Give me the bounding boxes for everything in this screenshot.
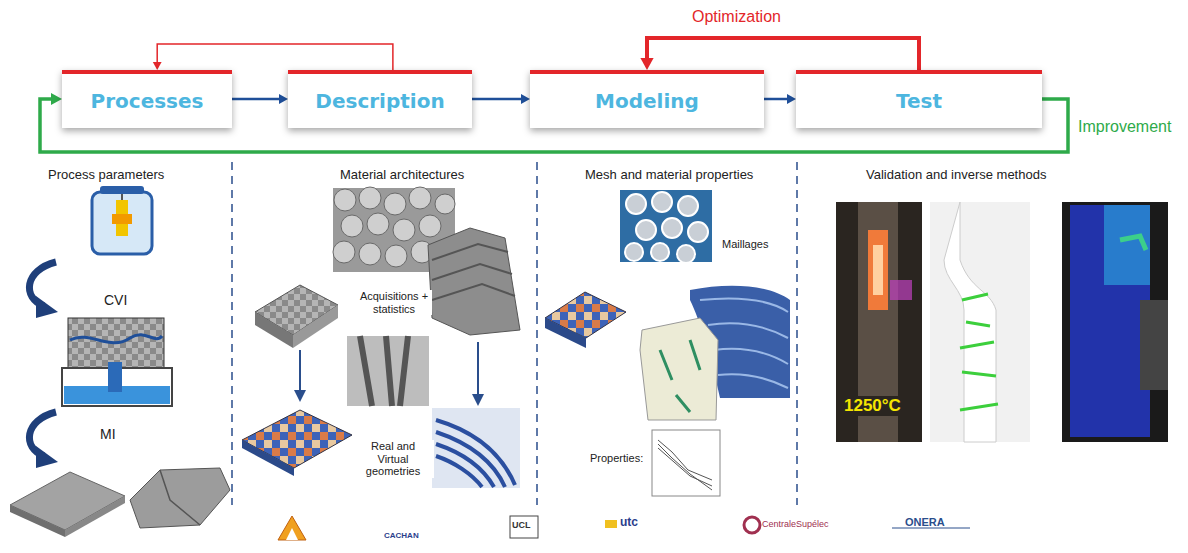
arrow-head xyxy=(51,93,62,105)
arrow-line xyxy=(647,38,919,70)
stage-box: Test xyxy=(796,70,1042,128)
arrow-line xyxy=(232,98,281,101)
logo-text: ONERA xyxy=(905,516,945,529)
loop-label: Improvement xyxy=(1076,118,1173,136)
flow-arrow xyxy=(472,94,530,104)
flow-arrow xyxy=(153,44,393,70)
stage-box: Modeling xyxy=(530,70,764,128)
column-heading: Process parameters xyxy=(48,168,164,183)
image-caption: Maillages xyxy=(720,238,770,251)
logo-text: CACHAN xyxy=(384,531,419,540)
image-caption: Acquisitions + statistics xyxy=(356,290,432,315)
stage-title: Test xyxy=(896,89,942,113)
temperature-label: 1250°C xyxy=(842,396,903,416)
column-heading: Validation and inverse methods xyxy=(866,168,1046,183)
logo-text: CentraleSupélec xyxy=(762,519,829,529)
arrow-line xyxy=(472,98,523,101)
arrow-head xyxy=(521,94,530,104)
arrow-head xyxy=(279,94,288,104)
image-caption: Real and Virtual geometries xyxy=(352,440,434,478)
column-heading: Material architectures xyxy=(340,168,464,183)
logo-text: utc xyxy=(620,516,638,530)
flow-arrow xyxy=(640,38,919,70)
arrow-head xyxy=(787,94,796,104)
arrow-head xyxy=(153,62,162,70)
arrow-head xyxy=(640,58,653,70)
logo-text: UCL xyxy=(512,520,531,530)
stage-title: Description xyxy=(315,89,444,113)
flow-arrow xyxy=(764,94,796,104)
process-name: MI xyxy=(100,426,116,442)
stage-box: Processes xyxy=(62,70,232,128)
stage-box: Description xyxy=(288,70,472,128)
stage-title: Modeling xyxy=(595,89,699,113)
flow-arrow xyxy=(232,94,288,104)
column-heading: Mesh and material properties xyxy=(585,168,753,183)
loop-label: Optimization xyxy=(690,8,783,26)
stage-title: Processes xyxy=(91,89,204,113)
process-name: CVI xyxy=(104,292,127,308)
arrow-line xyxy=(157,44,393,70)
image-caption: Properties: xyxy=(590,452,643,465)
arrow-line xyxy=(764,98,789,101)
